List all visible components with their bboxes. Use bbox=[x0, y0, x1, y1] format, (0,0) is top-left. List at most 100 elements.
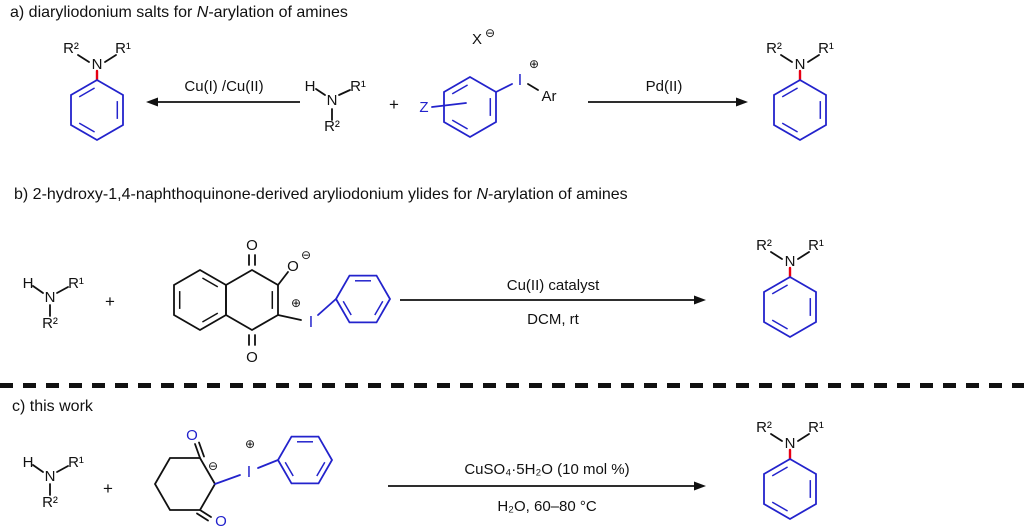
ring-shape bbox=[276, 435, 334, 485]
carbonyl-o-top-label: O bbox=[186, 427, 198, 444]
phenyl-on-iodine-ring bbox=[276, 435, 334, 485]
condition-label-bottom: H₂O, 60–80 °C bbox=[497, 498, 597, 515]
substituent-r1-label: R¹ bbox=[68, 454, 84, 471]
substituent-r1-label: R¹ bbox=[808, 237, 824, 254]
bond bbox=[196, 512, 209, 522]
bond bbox=[78, 87, 95, 98]
amine-substrate-b: H N R¹ R² bbox=[23, 275, 84, 332]
substituent-ar-label: Ar bbox=[542, 88, 557, 105]
benzo-ring bbox=[173, 268, 227, 332]
bond bbox=[32, 464, 44, 473]
section-b-title-tail: -arylation of amines bbox=[488, 186, 628, 203]
carbonyl-o-top-label: O bbox=[246, 237, 258, 254]
bond bbox=[78, 122, 95, 133]
atom-n-label: N bbox=[45, 468, 56, 485]
section-b-title-italic-n: N bbox=[476, 186, 489, 203]
plus-charge-symbol: ⊕ bbox=[245, 437, 255, 451]
ring-shape bbox=[153, 457, 217, 511]
reaction-arrow-c: CuSO₄·5H₂O (10 mol %) H₂O, 60–80 °C bbox=[388, 461, 706, 515]
bond bbox=[771, 466, 788, 477]
substituent-r1-label: R¹ bbox=[68, 275, 84, 292]
bond bbox=[771, 501, 788, 512]
phenyl-ring bbox=[70, 78, 124, 142]
condition-label-pd: Pd(II) bbox=[646, 78, 683, 95]
product-arylamine-b: R² R¹ N bbox=[756, 237, 824, 339]
dashed-divider bbox=[0, 383, 1024, 388]
atom-h-label: H bbox=[23, 454, 34, 471]
arrow-head bbox=[146, 97, 158, 107]
atom-i-label: I bbox=[518, 72, 522, 89]
bond bbox=[781, 87, 798, 98]
substituent-r1-label: R¹ bbox=[818, 40, 834, 57]
section-a-title-text: a) diaryliodonium salts for bbox=[10, 4, 197, 21]
substituent-r2-label: R² bbox=[766, 40, 782, 57]
reaction-arrow-left: Cu(I) /Cu(II) bbox=[146, 78, 300, 107]
atom-h-label: H bbox=[305, 78, 316, 95]
section-c-title: c) this work bbox=[12, 398, 93, 416]
bond bbox=[194, 443, 201, 459]
atom-n-label: N bbox=[795, 56, 806, 73]
atom-i-label: I bbox=[309, 314, 313, 331]
bond bbox=[202, 312, 219, 323]
substituent-r2-label: R² bbox=[63, 40, 79, 57]
atom-n-label: N bbox=[785, 253, 796, 270]
quinone-ring bbox=[225, 268, 279, 332]
naphthoquinone-iodonium-ylide: O O O ⊖ I ⊕ bbox=[173, 237, 392, 366]
atom-h-label: H bbox=[23, 275, 34, 292]
ring-shape bbox=[773, 78, 827, 142]
atom-n-label: N bbox=[45, 289, 56, 306]
arrow-head bbox=[736, 97, 748, 107]
bond bbox=[202, 277, 219, 288]
bond bbox=[797, 433, 810, 442]
reaction-arrow-right: Pd(II) bbox=[588, 78, 748, 107]
plus-sign-b: + bbox=[105, 292, 115, 311]
minus-charge-symbol: ⊖ bbox=[208, 459, 218, 473]
atom-n-label: N bbox=[92, 56, 103, 73]
atom-n-label: N bbox=[785, 435, 796, 452]
section-a-scheme: R² R¹ N Cu(I) /Cu(II) H N R¹ R² + X ⊖ Z bbox=[63, 26, 834, 142]
bond bbox=[342, 300, 352, 316]
substituent-r2-label: R² bbox=[324, 118, 340, 135]
bond bbox=[32, 285, 44, 294]
plus-charge-symbol: ⊕ bbox=[529, 57, 539, 71]
section-b-title-text: b) 2-hydroxy-1,4-naphthoquinone-derived … bbox=[14, 186, 477, 203]
phenyl-ring bbox=[763, 457, 817, 521]
ring-shape bbox=[225, 268, 279, 332]
minus-charge-symbol: ⊖ bbox=[301, 248, 311, 262]
variable-position-bond bbox=[431, 102, 467, 108]
substituent-r1-label: R¹ bbox=[115, 40, 131, 57]
bond bbox=[451, 84, 468, 95]
enolate-o-label: O bbox=[287, 258, 299, 275]
aryl-ring bbox=[443, 75, 497, 139]
condition-label-cu: Cu(I) /Cu(II) bbox=[184, 78, 263, 95]
substituent-r2-label: R² bbox=[756, 419, 772, 436]
bond bbox=[807, 54, 820, 63]
section-a-title-italic-n: N bbox=[196, 4, 209, 21]
bond bbox=[198, 441, 205, 458]
ring-shape bbox=[763, 275, 817, 339]
substituent-r2-label: R² bbox=[42, 315, 58, 332]
bond bbox=[104, 54, 117, 63]
bond bbox=[316, 461, 326, 477]
bond bbox=[527, 83, 539, 91]
substituent-r1-label: R¹ bbox=[808, 419, 824, 436]
section-c-title-text: c) this work bbox=[12, 398, 93, 415]
ring-shape bbox=[443, 75, 497, 139]
bond bbox=[771, 284, 788, 295]
reaction-arrow-b: Cu(II) catalyst DCM, rt bbox=[400, 277, 706, 328]
bond bbox=[257, 459, 279, 469]
ring-shape bbox=[70, 78, 124, 142]
phenyl-on-iodine-ring bbox=[334, 274, 392, 324]
ring-shape bbox=[763, 457, 817, 521]
phenyl-ring bbox=[763, 275, 817, 339]
section-c-scheme: H N R¹ R² + O O ⊖ I ⊕ CuSO₄· bbox=[23, 419, 824, 530]
bond bbox=[199, 509, 212, 518]
section-b-scheme: H N R¹ R² + O O O ⊖ I ⊕ bbox=[23, 237, 824, 366]
substituent-z-label: Z bbox=[419, 99, 428, 116]
carbonyl-o-bottom-label: O bbox=[246, 349, 258, 366]
bond bbox=[277, 271, 289, 286]
substituent-r2-label: R² bbox=[756, 237, 772, 254]
bond bbox=[338, 89, 351, 96]
diaryliodonium-salt: X ⊖ Z I ⊕ Ar bbox=[419, 26, 557, 139]
